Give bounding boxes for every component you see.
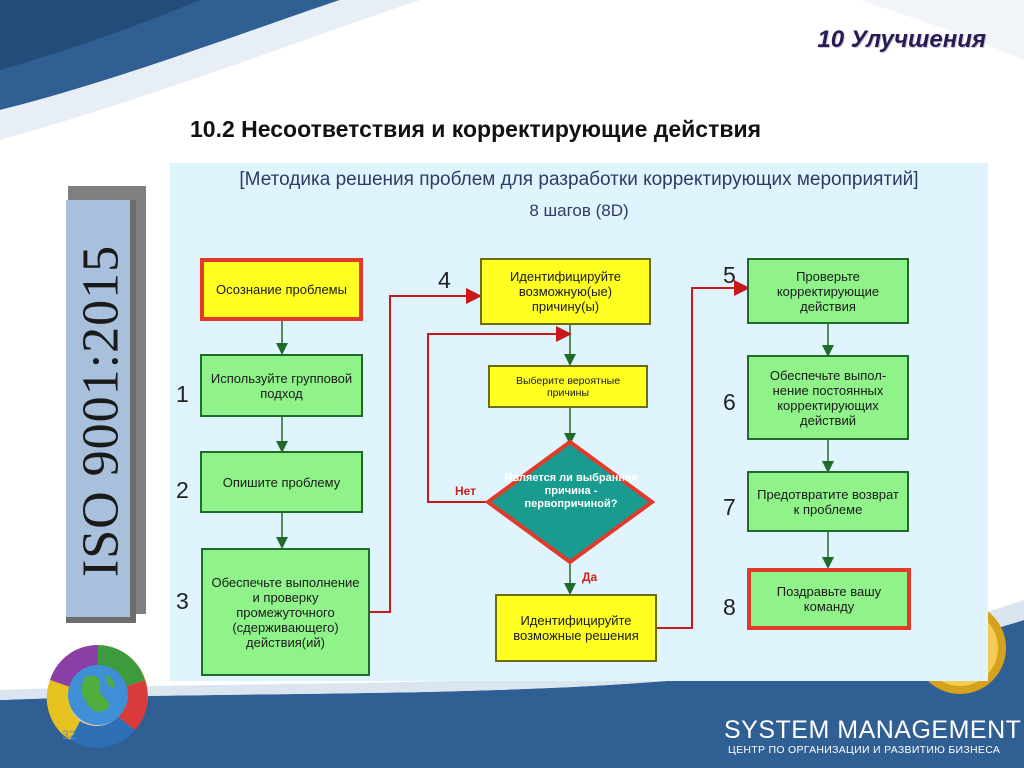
page-number: 32: [62, 728, 76, 742]
diagram-heading: [Методика решения проблем для разработки…: [239, 169, 919, 190]
iso-banner-text: ISO 9001:2015: [72, 244, 130, 578]
step-group-box: Используйте групповой подход: [200, 354, 363, 417]
company-tagline: ЦЕНТР ПО ОРГАНИЗАЦИИ И РАЗВИТИЮ БИЗНЕСА: [728, 744, 1001, 756]
company-name: SYSTEM MANAGEMENT: [724, 716, 1022, 744]
globe-logo: [46, 644, 148, 748]
step-awareness-text: Осознание проблемы: [216, 282, 347, 297]
step-congratulate-text: Поздравьте вашу команду: [776, 584, 882, 614]
slide-title: 10.2 Несоответствия и корректирующие дей…: [190, 116, 762, 142]
step-contain-text: Обеспечьте выполнение и проверку промежу…: [211, 574, 360, 650]
step-describe-text: Опишите проблему: [222, 474, 341, 490]
step-number-1: 1: [176, 381, 189, 407]
step-number-4: 4: [438, 267, 451, 293]
step-identify-solutions-box: Идентифицируйте возможные решения: [495, 594, 657, 662]
decision-text: Является ли выбранная причина - первопри…: [504, 472, 638, 510]
step-prevent-box: Предотвратите возврат к проблеме: [747, 471, 909, 532]
step-number-2: 2: [176, 477, 189, 503]
step-describe-box: Опишите проблему: [200, 451, 363, 513]
step-number-3: 3: [176, 588, 189, 614]
label-no: Нет: [455, 484, 477, 498]
step-number-5: 5: [723, 262, 736, 288]
iso-banner: [66, 200, 136, 623]
step-implement-text: Обеспечьте выпол-нение постоянных коррек…: [769, 367, 887, 428]
step-prevent-text: Предотвратите возврат к проблеме: [757, 486, 899, 517]
section-title: 10 Улучшения: [817, 26, 986, 53]
label-yes: Да: [582, 570, 598, 584]
step-congratulate-box: Поздравьте вашу команду: [747, 568, 911, 630]
step-number-7: 7: [723, 494, 736, 520]
step-contain-box: Обеспечьте выполнение и проверку промежу…: [201, 548, 370, 676]
step-awareness-box: Осознание проблемы: [200, 258, 363, 321]
step-identify-cause-box: Идентифицируйте возможную(ые) причину(ы): [480, 258, 651, 325]
step-identify-cause-text: Идентифицируйте возможную(ые) причину(ы): [509, 269, 622, 314]
diagram-subheading: 8 шагов (8D): [529, 201, 629, 220]
step-select-causes-box: Выберите вероятные причины: [488, 365, 648, 408]
step-verify-text: Проверьте корректирующие действия: [776, 268, 880, 314]
step-identify-solutions-text: Идентифицируйте возможные решения: [513, 613, 639, 643]
step-verify-box: Проверьте корректирующие действия: [747, 258, 909, 324]
step-number-8: 8: [723, 594, 736, 620]
step-implement-box: Обеспечьте выпол-нение постоянных коррек…: [747, 355, 909, 440]
step-select-causes-text: Выберите вероятные причины: [515, 374, 621, 399]
step-number-6: 6: [723, 389, 736, 415]
step-group-text: Используйте групповой подход: [210, 370, 353, 401]
